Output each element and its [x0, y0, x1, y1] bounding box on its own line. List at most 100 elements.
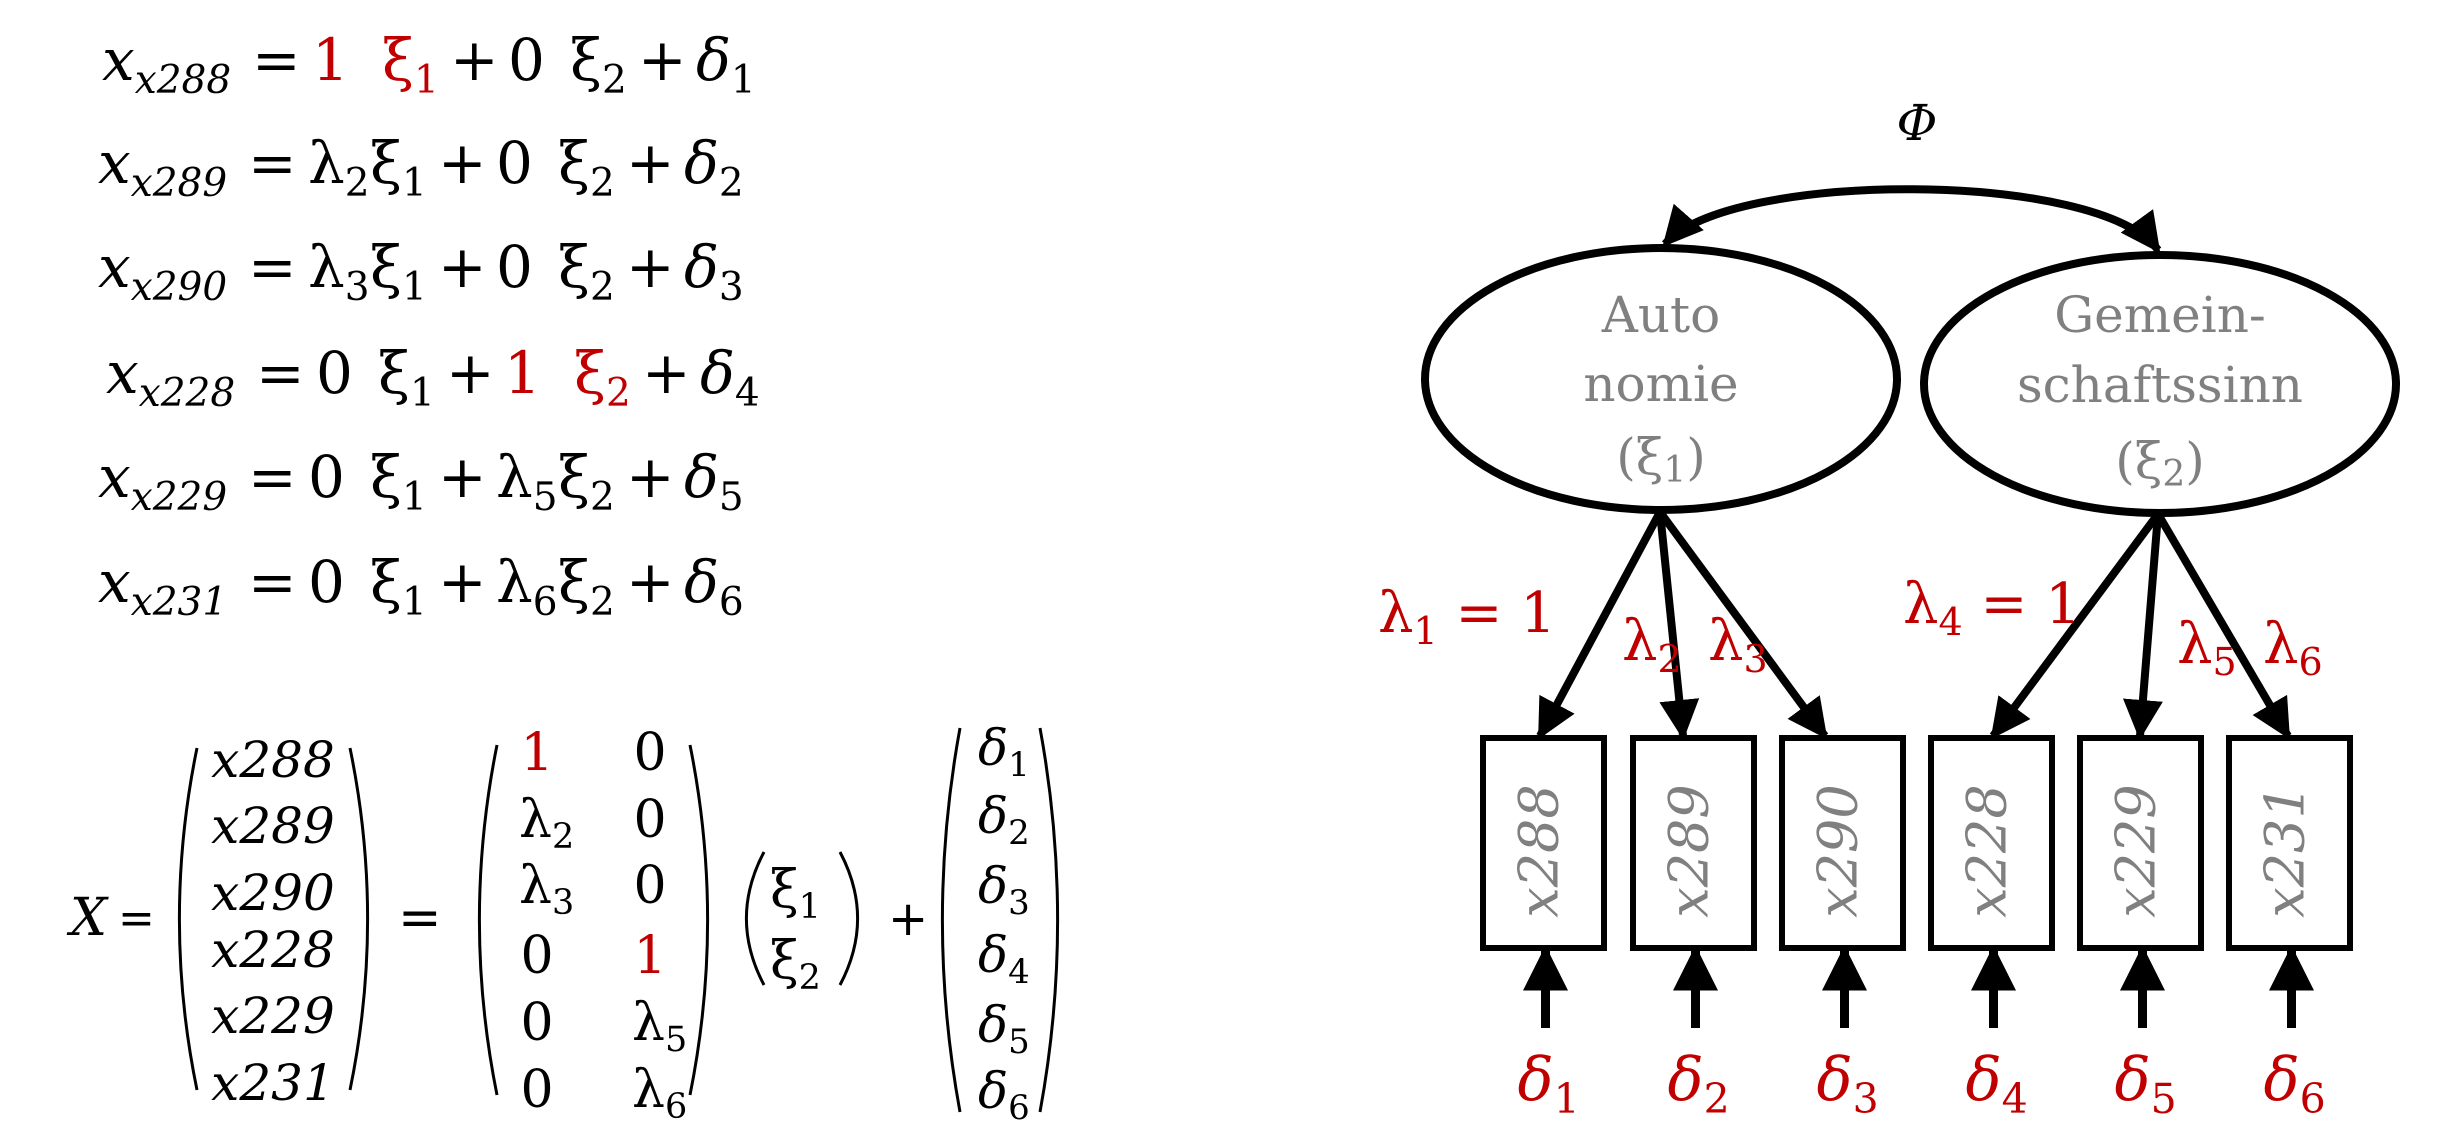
loading-coefficient-main: 0: [508, 26, 545, 94]
plus-sign: +: [446, 339, 495, 407]
loading-matrix-cell: λ5: [632, 993, 687, 1060]
equation-lhs-main: x: [98, 443, 131, 511]
error-vector-entry-main: δ: [978, 926, 1008, 984]
latent-symbol: ξ1: [370, 548, 427, 625]
loading-coefficient: λ2: [308, 129, 370, 206]
error-vector-left-paren: [940, 727, 962, 1113]
loading-coefficient-main: 0: [308, 548, 345, 616]
plus-sign: +: [438, 233, 487, 301]
plus-sign: +: [438, 443, 487, 511]
loading-coefficient: 0: [308, 548, 345, 616]
loading-matrix-cell: λ3: [519, 856, 574, 923]
error-vector-entry-main: δ: [978, 719, 1008, 777]
loading-coefficient-subscript: 2: [345, 161, 370, 206]
loading-arrow: [1989, 511, 2162, 740]
latent-vector-entry-subscript: 1: [799, 887, 821, 927]
error-label-main: δ: [1966, 1045, 2002, 1115]
loading-matrix-cell-subscript: 5: [665, 1020, 687, 1060]
latent-vector-right-paren: [838, 851, 859, 986]
error-label-main: δ: [1817, 1045, 1853, 1115]
loading-label: λ2: [1622, 609, 1682, 681]
loading-matrix-cell-main: 0: [633, 790, 666, 850]
latent-symbol: (ξ1): [1616, 428, 1705, 491]
loading-coefficient: 0: [316, 339, 353, 407]
error-label-subscript: 1: [1554, 1075, 1580, 1123]
loading-coefficient: 0: [496, 233, 533, 301]
latent-symbol: ξ2: [558, 233, 615, 310]
loading-label-subscript: 4: [1939, 600, 1963, 644]
plus-sign: +: [626, 129, 675, 197]
latent-symbol-main: ξ: [558, 443, 590, 511]
latent-variable: Gemein-schaftssinn(ξ2): [1920, 251, 2400, 517]
path-diagram: ΦAutonomie(ξ1)Gemein-schaftssinn(ξ2)x288…: [1378, 94, 2400, 1123]
loading-arrow: [2122, 513, 2163, 740]
error-term: δ5: [684, 443, 744, 520]
loading-coefficient: λ3: [308, 233, 370, 310]
latent-symbol: ξ1: [370, 129, 427, 206]
loading-label: λ3: [1708, 609, 1768, 681]
latent-symbol-subscript: 1: [402, 161, 427, 206]
latent-vector-entry-subscript: 2: [799, 958, 821, 998]
latent-symbol-main: ξ: [570, 26, 602, 94]
plus-sign: +: [888, 891, 928, 947]
loading-coefficient-main: 1: [312, 26, 349, 94]
equation-lhs: xx288: [102, 26, 231, 103]
error-vector-entry-main: δ: [978, 1062, 1008, 1120]
latent-symbol-subscript: 1: [410, 371, 435, 416]
equation-lhs-main: x: [106, 339, 139, 407]
error-label-subscript: 6: [2300, 1075, 2326, 1123]
equals-sign: =: [252, 26, 301, 94]
loading-coefficient-subscript: 3: [345, 265, 370, 310]
loading-matrix-cell-main: λ: [632, 993, 665, 1053]
error-vector-entry: δ3: [978, 857, 1030, 923]
equals-sign: =: [256, 339, 305, 407]
x-vector-entry: x228: [211, 921, 335, 979]
error-vector-entry-main: δ: [978, 787, 1008, 845]
latent-vector-entry: ξ2: [770, 931, 821, 998]
x-vector-entry: x289: [211, 797, 335, 855]
indicator-rect: [1928, 735, 2055, 951]
error-vector-entry-main: δ: [978, 996, 1008, 1054]
equals-sign: =: [398, 888, 442, 948]
loading-coefficient-main: 1: [504, 339, 541, 407]
latent-symbol-subscript: 1: [402, 580, 427, 625]
plus-sign: +: [642, 339, 691, 407]
latent-symbol: (ξ2): [2115, 432, 2204, 495]
plus-sign: +: [626, 233, 675, 301]
latent-symbol: ξ1: [370, 443, 427, 520]
error-label: δ6: [2264, 1045, 2326, 1123]
x-vector-entry: x229: [211, 987, 335, 1045]
error-vector-entry-subscript: 1: [1008, 745, 1030, 785]
loading-label: λ4 = 1: [1903, 572, 2081, 644]
error-vector-entry: δ4: [978, 926, 1030, 992]
error-label: δ1: [1518, 1045, 1580, 1123]
equation-lhs-subscript: x288: [135, 58, 231, 103]
loading-coefficient-main: 0: [308, 443, 345, 511]
latent-ellipse: [1421, 244, 1901, 514]
loading-matrix-cell-subscript: 6: [665, 1087, 687, 1127]
open-paren: (: [1616, 428, 1636, 486]
loading-coefficient-main: 0: [316, 339, 353, 407]
loading-label: λ6: [2263, 612, 2323, 684]
latent-symbol-main: ξ: [558, 548, 590, 616]
error-term-main: δ: [684, 548, 719, 616]
error-term-main: δ: [684, 129, 719, 197]
loading-matrix-cell-subscript: 3: [552, 883, 574, 923]
loading-label-subscript: 3: [1744, 637, 1768, 681]
loading-coefficient-main: λ: [308, 129, 345, 197]
error-vector-entry-subscript: 3: [1008, 883, 1030, 923]
error-term-main: δ: [684, 233, 719, 301]
error-vector-entry-subscript: 6: [1008, 1088, 1030, 1128]
error-label-subscript: 4: [2002, 1075, 2028, 1123]
error-vector-entry: δ5: [978, 996, 1030, 1062]
equals-sign: =: [248, 443, 297, 511]
error-label-subscript: 5: [2151, 1075, 2177, 1123]
loading-coefficient-main: λ: [496, 548, 533, 616]
error-vector-entry-subscript: 5: [1008, 1022, 1030, 1062]
error-label-main: δ: [2115, 1045, 2151, 1115]
